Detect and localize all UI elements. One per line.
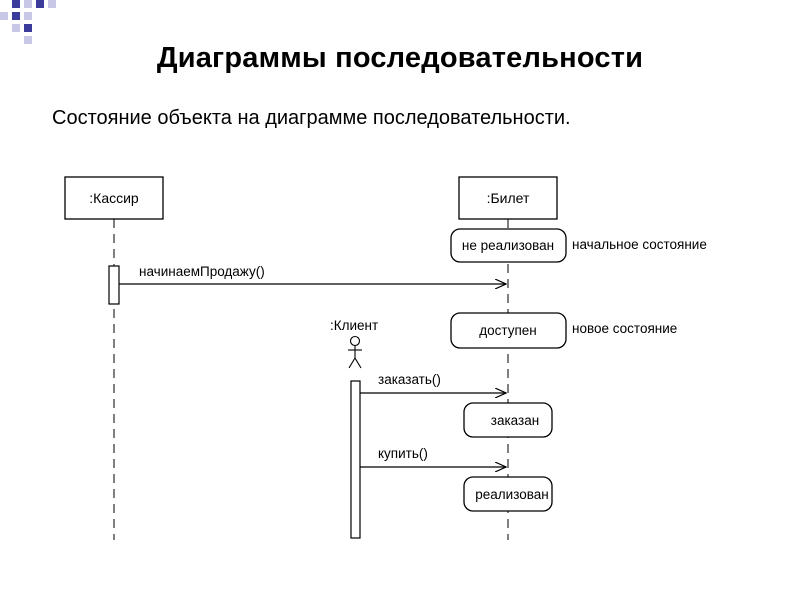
slide-title: Диаграммы последовательности [156,42,644,74]
state-available [450,312,567,349]
ticket-object-box [458,176,558,220]
cashier-object-label: :Кассир [89,190,139,206]
deco-square [12,0,20,8]
deco-square [0,12,8,20]
deco-square [24,12,32,20]
deco-square [12,24,20,32]
state-sold [463,476,553,512]
state-available-label: доступен [479,323,537,338]
state-not-sold-label: не реализован [462,238,554,253]
deco-square [48,0,56,8]
state-sold-label: реализован [475,487,548,502]
note-new-state: новое состояние [572,321,677,336]
deco-square [24,0,32,8]
state-not-sold [450,228,567,263]
state-ordered-label: заказан [491,413,539,428]
message-order-label: заказать() [378,372,441,387]
state-ordered [463,402,553,438]
deco-square [24,36,32,44]
client-actor-label: :Клиент [330,318,378,333]
message-start-sale-label: начинаемПродажу() [139,264,265,279]
note-initial-state: начальное состояние [572,237,707,252]
actor-stick-figure-icon [348,335,362,369]
ticket-object-label: :Билет [487,190,530,206]
deco-square [36,0,44,8]
cashier-activation-bar [108,265,120,305]
cashier-object-box [64,176,164,220]
corner-decoration [0,0,60,46]
client-activation-bar [350,380,361,539]
deco-square [24,24,32,32]
deco-square [12,12,20,20]
message-buy-label: купить() [378,446,428,461]
slide-subtitle: Состояние объекта на диаграмме последова… [52,107,571,129]
